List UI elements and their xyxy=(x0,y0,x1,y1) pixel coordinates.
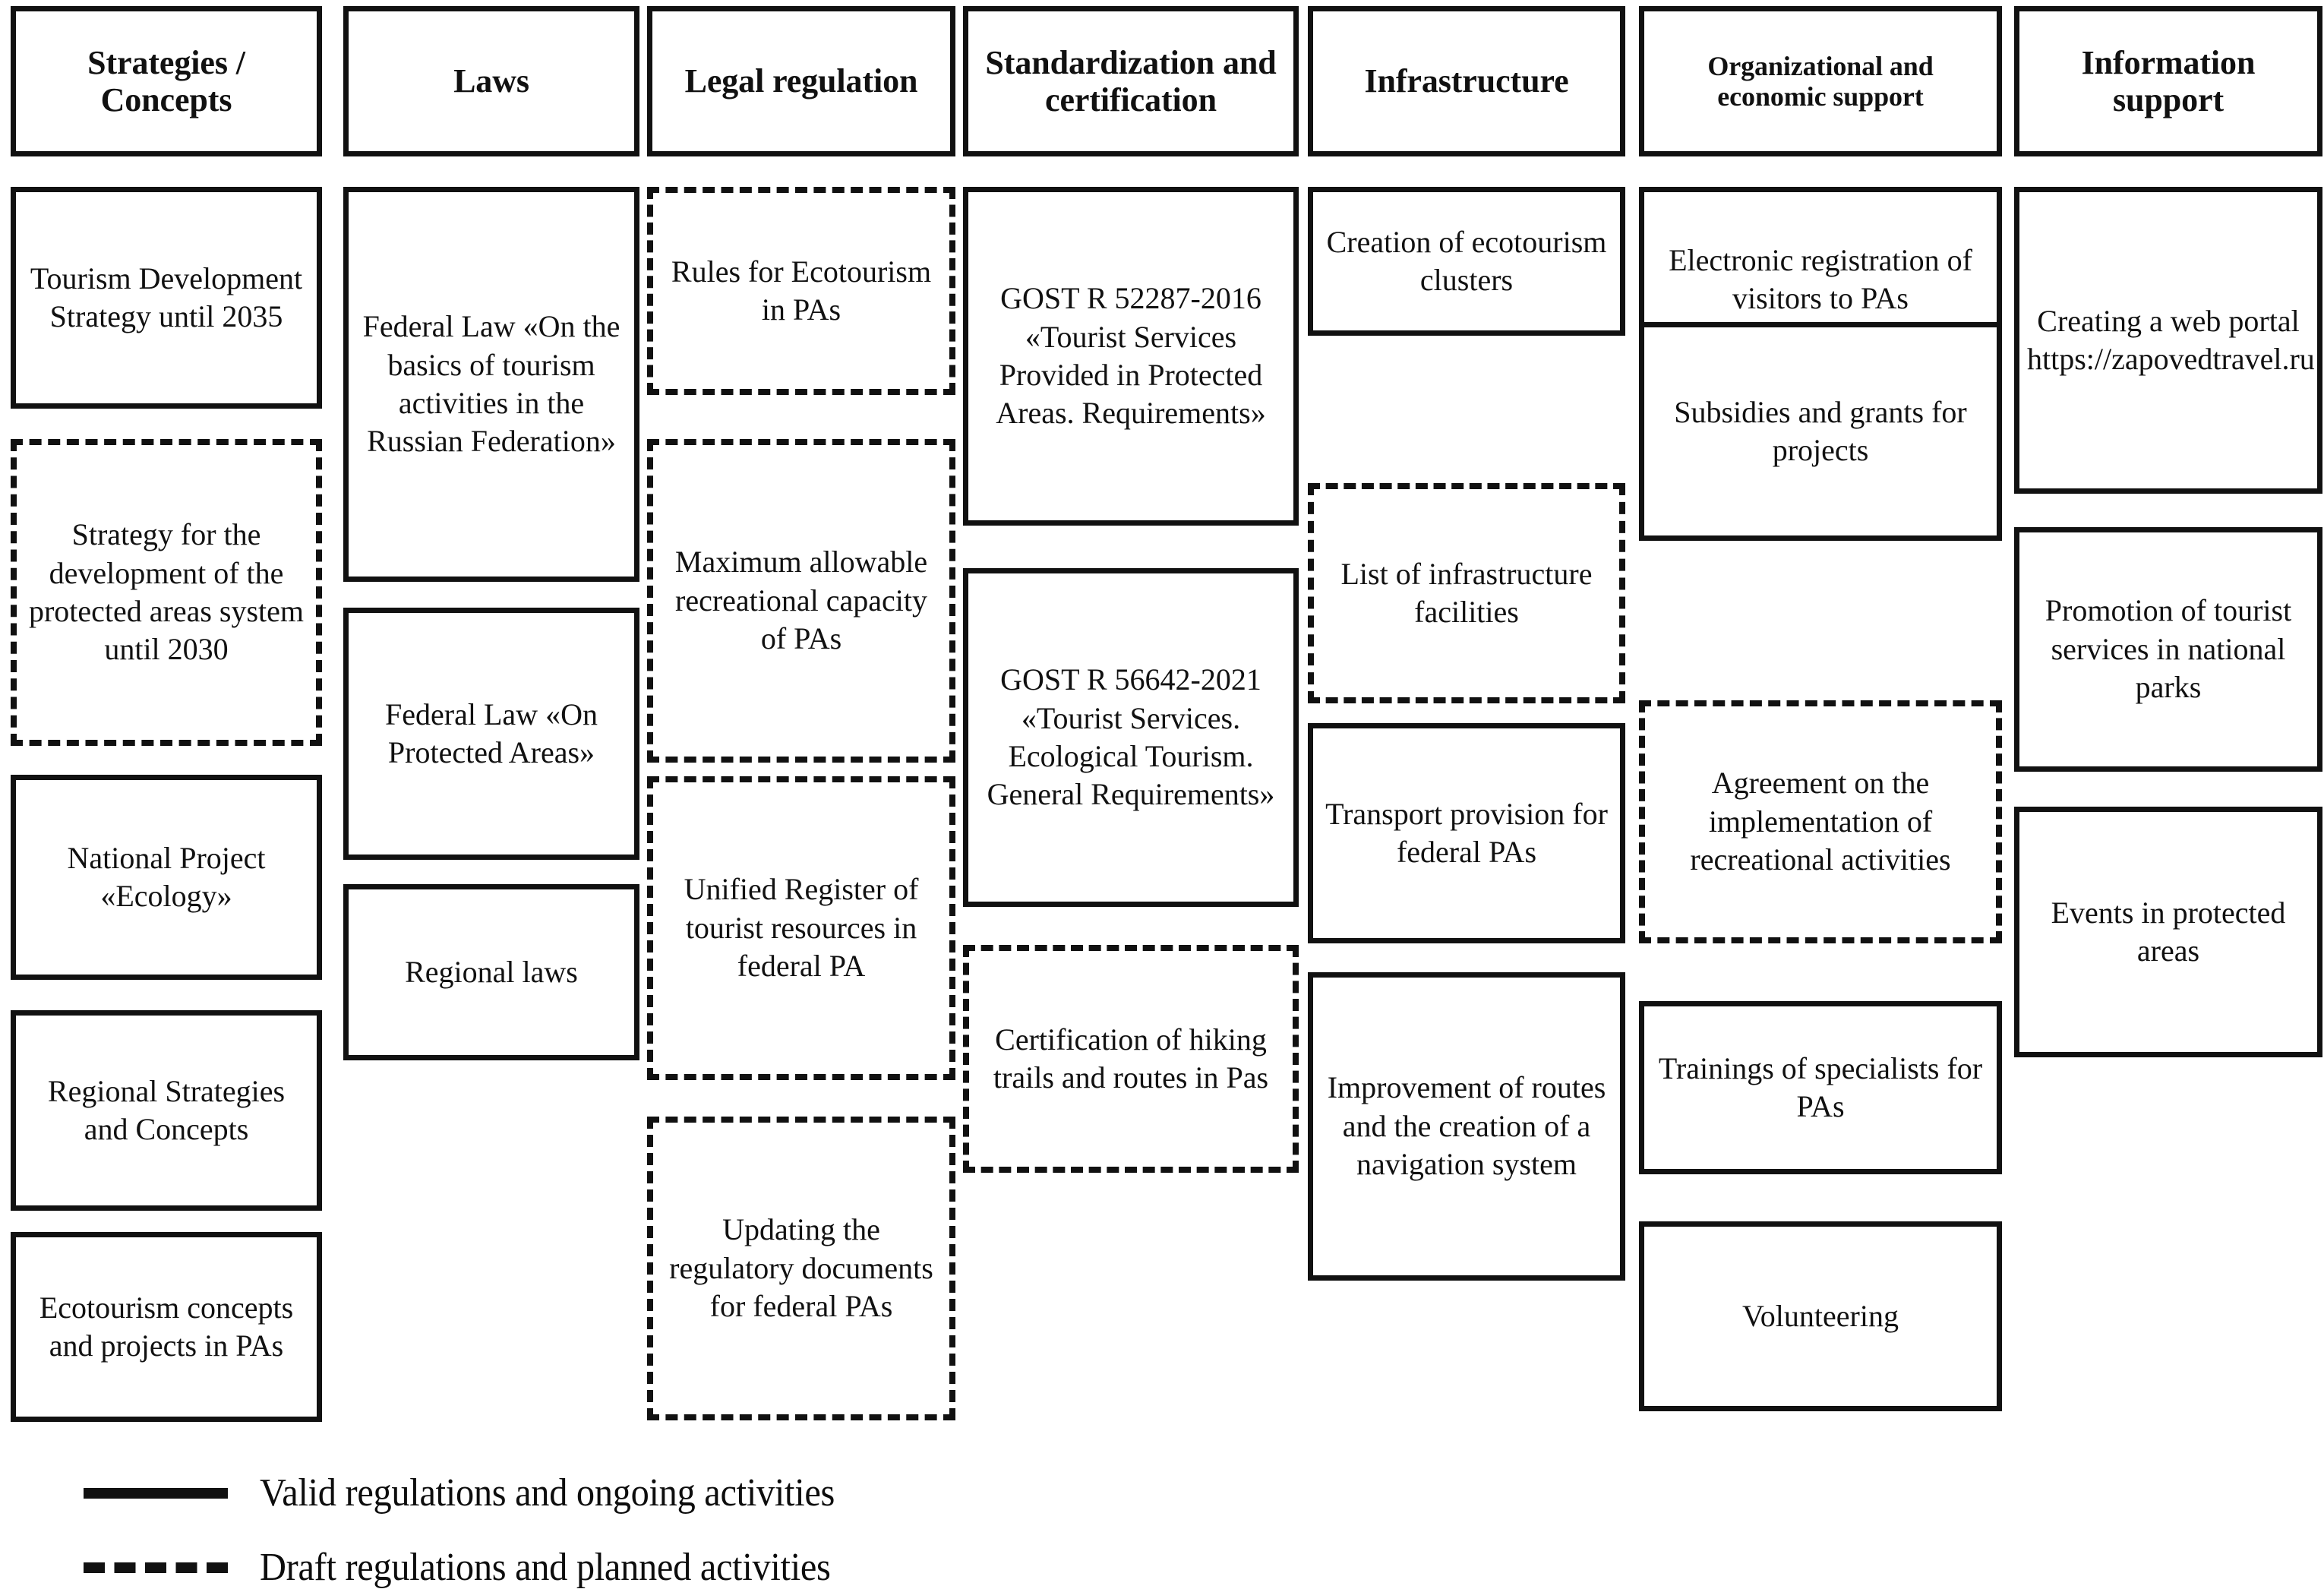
item-ecotourism-concepts-and-projects: Ecotourism concepts and projects in PAs xyxy=(11,1232,322,1422)
dashed-line-icon xyxy=(84,1562,228,1573)
item-label: GOST R 52287-2016 «Tourist Services Prov… xyxy=(996,281,1266,431)
item-subsidies-and-grants-for-projects: Subsidies and grants for projects xyxy=(1639,322,2002,541)
item-regional-laws: Regional laws xyxy=(343,884,639,1060)
legend-label-valid: Valid regulations and ongoing activities xyxy=(260,1471,835,1515)
item-label: Updating the regulatory documents for fe… xyxy=(669,1212,933,1324)
legend-row-draft: Draft regulations and planned activities xyxy=(84,1548,873,1587)
item-label: Trainings of specialists for PAs xyxy=(1658,1050,1983,1123)
item-label: Improvement of routes and the creation o… xyxy=(1327,1070,1606,1182)
item-label: Regional laws xyxy=(405,954,578,989)
column-header-organizational-and-economic-support: Organizational and economic support xyxy=(1639,6,2002,156)
item-creation-of-ecotourism-clusters: Creation of ecotourism clusters xyxy=(1308,187,1625,336)
column-header-infrastructure: Infrastructure xyxy=(1308,6,1625,156)
item-label: Unified Register of tourist resources in… xyxy=(684,872,919,984)
item-agreement-on-implementation-of-recreational-activities: Agreement on the implementation of recre… xyxy=(1639,700,2002,943)
item-unified-register-of-tourist-resources: Unified Register of tourist resources in… xyxy=(647,776,955,1080)
legend: Valid regulations and ongoing activities… xyxy=(0,1466,2324,1587)
item-regional-strategies-and-concepts: Regional Strategies and Concepts xyxy=(11,1010,322,1211)
item-label: Transport provision for federal PAs xyxy=(1325,796,1608,869)
legend-row-valid: Valid regulations and ongoing activities xyxy=(84,1474,878,1513)
item-label: Creating a web portal https://zapovedtra… xyxy=(2027,303,2315,376)
column-header-legal-regulation: Legal regulation xyxy=(647,6,955,156)
item-list-of-infrastructure-facilities: List of infrastructure facilities xyxy=(1308,483,1625,703)
item-label: Regional Strategies and Concepts xyxy=(47,1073,286,1146)
item-label: Subsidies and grants for projects xyxy=(1674,394,1967,467)
item-label: Strategy for the development of the prot… xyxy=(28,517,305,667)
item-maximum-allowable-recreational-capacity: Maximum allowable recreational capacity … xyxy=(647,439,955,763)
item-certification-of-hiking-trails: Certification of hiking trails and route… xyxy=(963,945,1299,1173)
item-updating-regulatory-documents: Updating the regulatory documents for fe… xyxy=(647,1117,955,1420)
item-federal-law-protected-areas: Federal Law «On Protected Areas» xyxy=(343,608,639,860)
item-trainings-of-specialists-for-pas: Trainings of specialists for PAs xyxy=(1639,1001,2002,1174)
item-label: Federal Law «On Protected Areas» xyxy=(385,697,598,769)
item-label: Certification of hiking trails and route… xyxy=(993,1022,1269,1095)
item-label: Maximum allowable recreational capacity … xyxy=(674,545,928,656)
item-label: Ecotourism concepts and projects in PAs xyxy=(39,1290,294,1363)
item-promotion-of-tourist-services: Promotion of tourist services in nationa… xyxy=(2014,527,2322,772)
item-tourism-development-strategy: Tourism Development Strategy until 2035 xyxy=(11,187,322,409)
item-label: Creation of ecotourism clusters xyxy=(1326,224,1607,297)
column-header-standardization-and-certification: Standardization and certification xyxy=(963,6,1299,156)
item-gost-r-56642-2021: GOST R 56642-2021 «Tourist Services. Eco… xyxy=(963,568,1299,907)
item-national-project-ecology: National Project «Ecology» xyxy=(11,775,322,980)
item-label: Rules for Ecotourism in PAs xyxy=(671,254,932,327)
item-label: Promotion of tourist services in nationa… xyxy=(2045,593,2292,705)
column-header-strategies-concepts: Strategies / Concepts xyxy=(11,6,322,156)
item-gost-r-52287-2016: GOST R 52287-2016 «Tourist Services Prov… xyxy=(963,187,1299,526)
legend-label-draft: Draft regulations and planned activities xyxy=(260,1546,831,1589)
item-label: Volunteering xyxy=(1742,1298,1899,1333)
item-events-in-protected-areas: Events in protected areas xyxy=(2014,807,2322,1057)
column-header-laws: Laws xyxy=(343,6,639,156)
item-strategy-protected-areas-system: Strategy for the development of the prot… xyxy=(11,439,322,746)
item-label: Agreement on the implementation of recre… xyxy=(1690,766,1951,877)
item-creating-a-web-portal: Creating a web portal https://zapovedtra… xyxy=(2014,187,2322,494)
item-rules-for-ecotourism-in-pas: Rules for Ecotourism in PAs xyxy=(647,187,955,395)
item-federal-law-tourism-basics: Federal Law «On the basics of tourism ac… xyxy=(343,187,639,582)
item-label: Electronic registration of visitors to P… xyxy=(1669,242,1972,315)
solid-line-icon xyxy=(84,1488,228,1499)
item-label: National Project «Ecology» xyxy=(67,840,266,913)
item-label: Federal Law «On the basics of tourism ac… xyxy=(362,309,620,459)
item-volunteering: Volunteering xyxy=(1639,1221,2002,1411)
item-label: Tourism Development Strategy until 2035 xyxy=(30,261,303,333)
column-header-information-support: Information support xyxy=(2014,6,2322,156)
item-improvement-of-routes-and-navigation: Improvement of routes and the creation o… xyxy=(1308,972,1625,1281)
item-label: Events in protected areas xyxy=(2051,895,2286,968)
item-label: List of infrastructure facilities xyxy=(1340,556,1593,629)
item-label: GOST R 56642-2021 «Tourist Services. Eco… xyxy=(987,662,1275,812)
item-transport-provision-for-federal-pas: Transport provision for federal PAs xyxy=(1308,723,1625,943)
